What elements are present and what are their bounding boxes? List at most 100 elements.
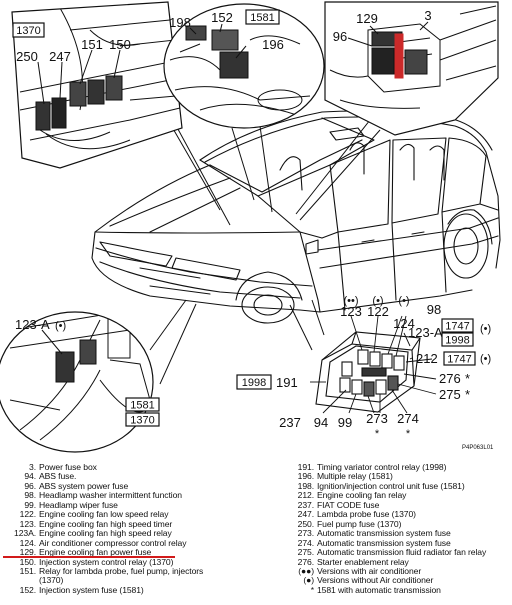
- legend-number: 276.: [297, 556, 314, 567]
- legend-text: Headlamp wiper fuse: [39, 499, 118, 510]
- legend-number: 94.: [24, 471, 36, 482]
- legend-text: Engine cooling fan relay: [317, 490, 407, 501]
- legend-number: 198.: [297, 480, 314, 491]
- legend-text: Fuel pump fuse (1370): [317, 518, 402, 529]
- legend-entry: 99.Headlamp wiper fuse: [14, 499, 276, 510]
- callout-122: 122: [367, 304, 389, 319]
- legend-text: Engine cooling fan low speed relay: [39, 509, 169, 520]
- callout-274: 274: [397, 411, 419, 426]
- legend-entry: 94.ABS fuse.: [14, 471, 276, 482]
- callout-196: 196: [262, 37, 284, 52]
- legend-entry: 3.Power fuse box: [14, 462, 276, 472]
- box-1998-r: [441, 332, 474, 347]
- legend-entry: 273.Automatic transmission system fuse: [276, 528, 508, 539]
- legend-entry: 276.Starter enablement relay: [276, 556, 508, 567]
- legend-entry: 124.Air conditioner compressor control r…: [14, 537, 276, 548]
- legend-entry: 150.Injection system control relay (1370…: [14, 557, 276, 567]
- legend-number: 123.: [19, 518, 36, 529]
- callout-250: 250: [16, 49, 38, 64]
- legend-number: 196.: [297, 471, 314, 482]
- legend-text: Engine cooling fan high speed timer: [39, 518, 173, 529]
- callout-96: 96: [333, 29, 347, 44]
- legend-number: 152.: [19, 584, 36, 595]
- legend-entry: 98.Headlamp washer intermittent function: [14, 490, 276, 500]
- legend-entry: 274.Automatic transmission system fuse: [276, 537, 508, 548]
- legend-number: 237.: [297, 499, 314, 510]
- box-1370-tl: [12, 22, 45, 38]
- legend-text: Air conditioner compressor control relay: [39, 537, 187, 548]
- legend-entry: 198.Ignition/injection control unit fuse…: [276, 480, 508, 491]
- legend-text: Automatic transmission system fuse: [317, 528, 451, 539]
- callout-123: 123: [340, 304, 362, 319]
- legend-text: Versions with air conditioner: [317, 565, 422, 576]
- legend-entry: 212.Engine cooling fan relay: [276, 490, 508, 501]
- legend-number: 273.: [297, 528, 314, 539]
- callout-152: 152: [211, 10, 233, 25]
- box-1581-bl: [125, 397, 160, 412]
- legend-text: Multiple relay (1581): [317, 471, 393, 482]
- symbol-1747-a: (•): [480, 323, 491, 335]
- label-1998-r: 1998: [445, 335, 469, 347]
- legend-entry: 247.Lambda probe fuse (1370): [276, 509, 508, 520]
- box-1998-l: [236, 374, 272, 390]
- legend-number: (●): [303, 575, 314, 586]
- legend-entry: 122.Engine cooling fan low speed relay: [14, 509, 276, 520]
- star-275: *: [465, 387, 470, 402]
- callout-150: 150: [109, 37, 131, 52]
- legend-number: 275.: [297, 547, 314, 558]
- legend-entry: (●)Versions without Air conditioner: [276, 575, 508, 586]
- legend-number: 122.: [19, 509, 36, 520]
- legend-number: 247.: [297, 509, 314, 520]
- legend-number: *: [310, 584, 314, 595]
- legend-entry: 250.Fuel pump fuse (1370): [276, 518, 508, 529]
- label-1581: 1581: [250, 12, 274, 24]
- legend-entry: 123A.Engine cooling fan high speed relay: [14, 528, 276, 539]
- legend-entry: (1370): [14, 575, 276, 585]
- symbol-124: (•): [398, 295, 409, 307]
- symbol-122: (•): [372, 295, 383, 307]
- inset-engine-bay-left: 1370 250 247 151 150: [11, 1, 183, 169]
- callout-94: 94: [314, 415, 328, 430]
- legend-text: Ignition/injection control unit fuse (15…: [317, 480, 465, 491]
- label-1998-l: 1998: [242, 377, 266, 389]
- callout-191: 191: [276, 375, 298, 390]
- legend-text: 1581 with automatic transmission: [317, 584, 441, 595]
- legend-number: (●●): [298, 565, 314, 576]
- legend-text: ABS system power fuse: [39, 480, 129, 491]
- inset-engine-bay-center: 198 152 1581 196: [163, 3, 325, 129]
- legend-number: 124.: [19, 537, 36, 548]
- callout-3: 3: [424, 8, 431, 23]
- callout-212: 212: [416, 351, 438, 366]
- star-276: *: [465, 371, 470, 386]
- legend-number: 151.: [19, 565, 36, 576]
- callout-273: 273: [366, 411, 388, 426]
- callout-98: 98: [427, 302, 441, 317]
- label-1747-b: 1747: [447, 354, 471, 366]
- callout-276: 276: [439, 371, 461, 386]
- legend-entry: 237.FIAT CODE fuse: [276, 499, 508, 510]
- box-1581-tc: [245, 9, 280, 25]
- legend-text: Power fuse box: [39, 462, 97, 472]
- legend-right: 191.Timing variator control relay (1998)…: [276, 462, 508, 595]
- callout-275: 275: [439, 387, 461, 402]
- star-274: *: [406, 428, 411, 440]
- box-1370-bl: [125, 412, 160, 427]
- legend-number: 96.: [24, 480, 36, 491]
- label-1581-bl: 1581: [130, 400, 154, 412]
- callout-198: 198: [169, 15, 191, 30]
- callout-247: 247: [49, 49, 71, 64]
- callout-151: 151: [81, 37, 103, 52]
- legend-entry: 196.Multiple relay (1581): [276, 471, 508, 482]
- legend-text: Lambda probe fuse (1370): [317, 509, 416, 520]
- legend-entry: 96.ABS system power fuse: [14, 480, 276, 491]
- legend-text: Starter enablement relay: [317, 556, 409, 567]
- legend-text: Automatic transmission fluid radiator fa…: [317, 547, 487, 558]
- legend-text: Engine cooling fan high speed relay: [39, 528, 172, 539]
- legend-number: 274.: [297, 537, 314, 548]
- callout-129: 129: [356, 11, 378, 26]
- legend-text: Injection system fuse (1581): [39, 584, 144, 595]
- legend-text: Engine cooling fan power fuse: [39, 547, 152, 558]
- legend-entry: 123.Engine cooling fan high speed timer: [14, 518, 276, 529]
